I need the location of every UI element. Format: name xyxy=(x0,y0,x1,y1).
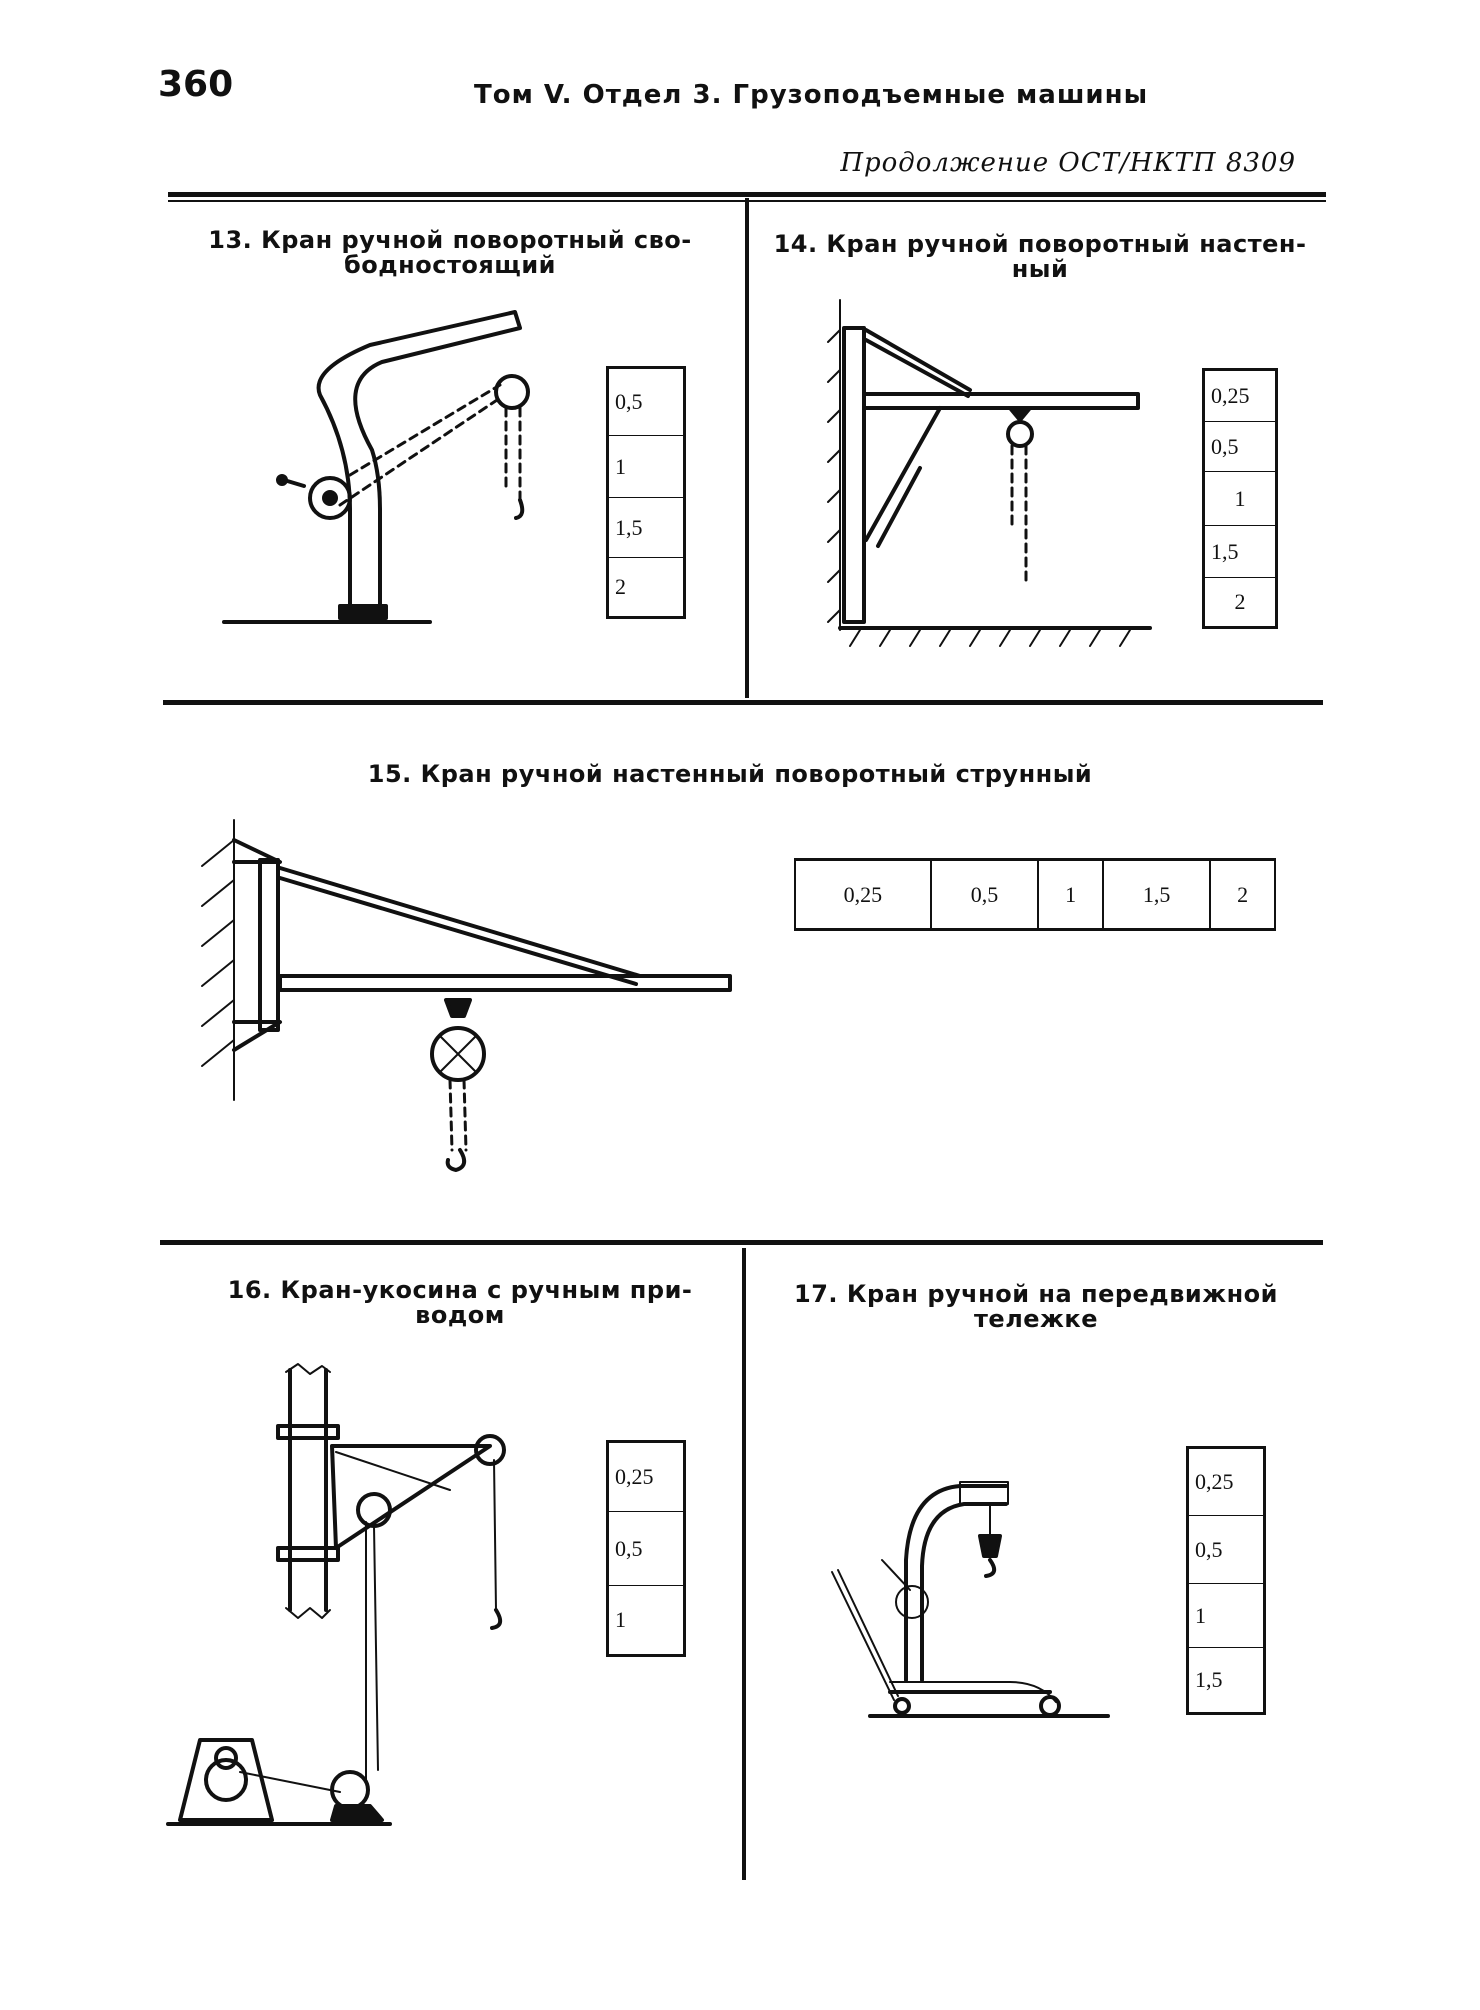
capacity-cell: 1 xyxy=(606,435,686,498)
capacity-cell: 0,5 xyxy=(1202,421,1278,472)
section-17-title-line1: 17. Кран ручной на передвижной xyxy=(794,1280,1278,1308)
vertical-divider-top xyxy=(745,198,749,698)
middle-rule-1 xyxy=(163,700,1323,705)
section-14-title-line1: 14. Кран ручной поворотный настен- xyxy=(773,230,1307,258)
capacity-cell: 0,25 xyxy=(606,1440,686,1512)
top-rule xyxy=(168,192,1326,197)
crane-13-illustration xyxy=(222,310,530,624)
capacity-cell: 1,5 xyxy=(606,497,686,558)
section-17-title: 17. Кран ручной на передвижной тележке xyxy=(776,1280,1296,1334)
capacity-cell: 0,5 xyxy=(606,1511,686,1586)
section-14-title: 14. Кран ручной поворотный настен- ный xyxy=(770,230,1310,284)
capacity-cell: 1,5 xyxy=(1202,525,1278,578)
capacity-cell: 2 xyxy=(1209,858,1276,931)
capacity-cell: 1 xyxy=(606,1585,686,1657)
crane-16-illustration xyxy=(166,1363,506,1826)
capacity-cell: 1 xyxy=(1202,471,1278,526)
capacity-cell: 0,25 xyxy=(1186,1446,1266,1516)
section-16-title-line1: 16. Кран-укосина с ручным при- xyxy=(227,1276,693,1304)
section-17-title-line2: тележке xyxy=(974,1305,1098,1334)
section-16-capacity-table: 0,25 0,5 1 xyxy=(606,1440,686,1657)
section-13-title-line1: 13. Кран ручной поворотный сво- xyxy=(208,226,692,254)
capacity-cell: 2 xyxy=(1202,577,1278,629)
running-header: Том V. Отдел 3. Грузоподъемные машины xyxy=(474,80,1149,110)
section-17-capacity-table: 0,25 0,5 1 1,5 xyxy=(1186,1446,1266,1715)
crane-17-illustration xyxy=(831,1481,1110,1718)
capacity-cell: 1 xyxy=(1037,858,1104,931)
section-14-title-line2: ный xyxy=(1011,255,1069,284)
crane-14-illustration xyxy=(827,299,1152,647)
capacity-cell: 2 xyxy=(606,557,686,619)
section-13-title: 13. Кран ручной поворотный сво- бодносто… xyxy=(190,226,710,280)
capacity-cell: 0,5 xyxy=(929,858,1040,931)
section-13-capacity-table: 0,5 1 1,5 2 xyxy=(606,366,686,619)
capacity-cell: 0,5 xyxy=(1186,1515,1266,1584)
continuation-note: Продолжение ОСТ/НКТП 8309 xyxy=(840,148,1296,178)
capacity-cell: 0,5 xyxy=(606,366,686,436)
capacity-cell: 1 xyxy=(1186,1583,1266,1648)
section-15-title: 15. Кран ручной настенный поворотный стр… xyxy=(300,760,1160,788)
capacity-cell: 0,25 xyxy=(1202,368,1278,422)
section-15-capacity-table: 0,25 0,5 1 1,5 2 xyxy=(794,858,1276,931)
section-16-title: 16. Кран-укосина с ручным при- водом xyxy=(210,1276,710,1330)
middle-rule-2 xyxy=(160,1240,1323,1245)
capacity-cell: 1,5 xyxy=(1186,1647,1266,1715)
page-number: 360 xyxy=(158,64,234,105)
vertical-divider-bottom xyxy=(742,1248,746,1880)
section-15-title-line1: 15. Кран ручной настенный поворотный стр… xyxy=(367,760,1093,788)
capacity-cell: 1,5 xyxy=(1101,858,1212,931)
section-13-title-line2: бодностоящий xyxy=(344,251,556,280)
section-14-capacity-table: 0,25 0,5 1 1,5 2 xyxy=(1202,368,1278,629)
section-16-title-line2: водом xyxy=(415,1301,505,1330)
crane-15-illustration xyxy=(201,819,732,1172)
capacity-cell: 0,25 xyxy=(794,858,932,931)
